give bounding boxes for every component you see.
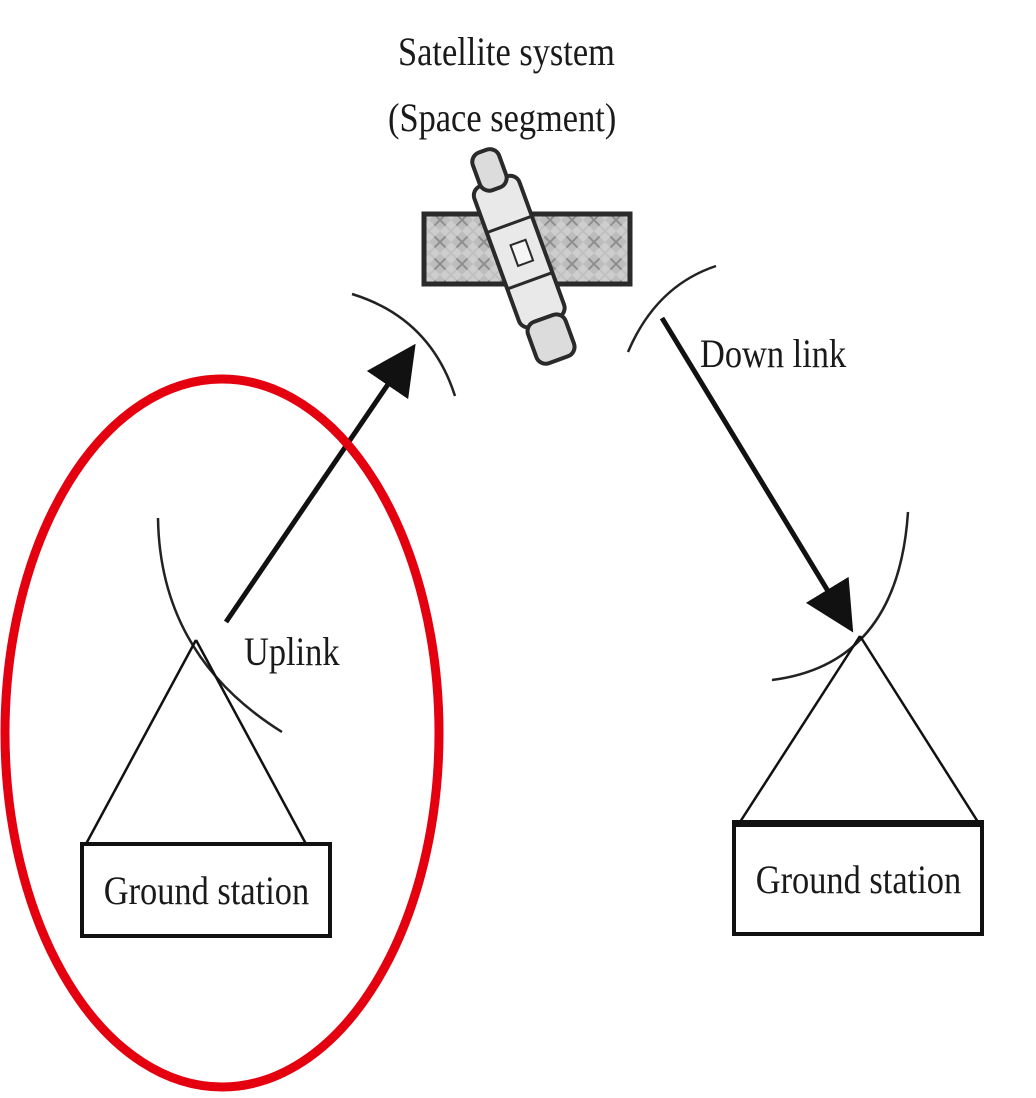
- right-antenna: [738, 511, 980, 823]
- downlink-label: Down link: [700, 331, 847, 376]
- satellite-transmit-arc: [626, 264, 717, 353]
- satellite-title-line-1: Satellite system: [398, 29, 615, 74]
- satellite-receive-arc: [351, 292, 457, 397]
- left-ground-station-label: Ground station: [103, 867, 309, 913]
- right-ground-station-label: Ground station: [755, 857, 961, 902]
- downlink-arrow: [659, 316, 854, 633]
- uplink-label: Uplink: [244, 629, 340, 674]
- left-ground-station: Ground station: [80, 842, 332, 938]
- satellite-icon: [421, 147, 633, 366]
- highlight-ellipse: [0, 374, 444, 1092]
- right-ground-station: Ground station: [732, 820, 984, 936]
- left-antenna: [84, 517, 308, 845]
- uplink-arrow: [223, 343, 416, 624]
- satellite-title-line-2: (Space segment): [388, 95, 617, 140]
